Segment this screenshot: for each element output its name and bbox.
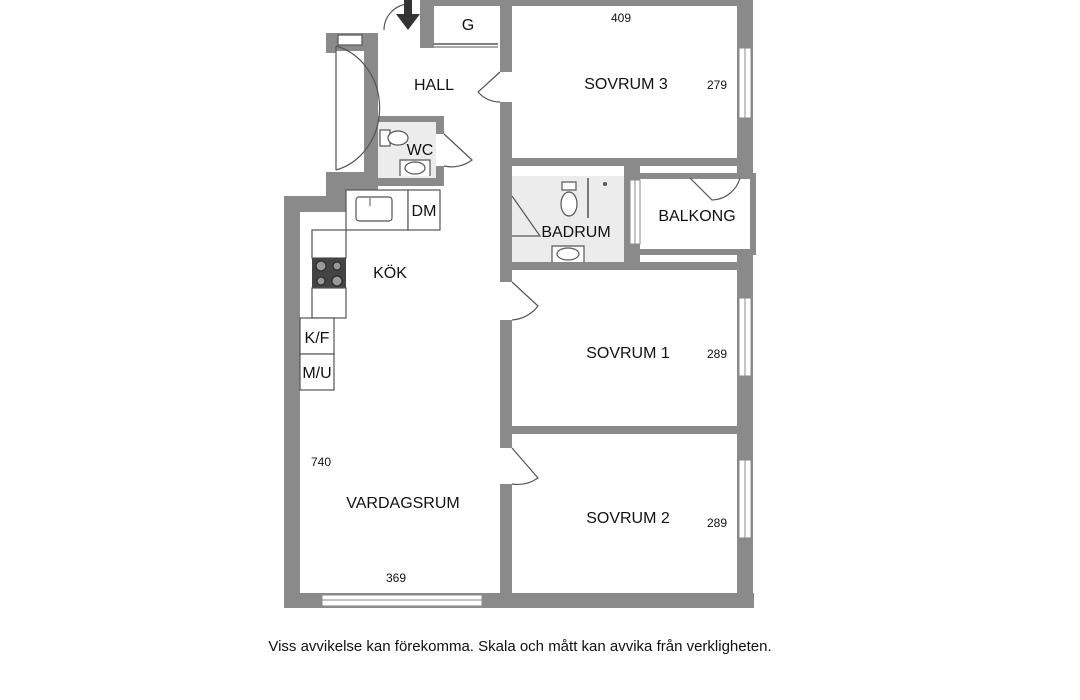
dimension-sovrum3-width: 409 (611, 11, 631, 25)
dimension-vardagsrum-width: 369 (386, 571, 406, 585)
door-kok-sovrum1 (511, 281, 539, 321)
room-label-dm: DM (412, 203, 437, 220)
disclaimer-text: Viss avvikelse kan förekomma. Skala och … (268, 638, 772, 655)
room-label-kok: KÖK (373, 264, 407, 282)
entrance-door (335, 34, 381, 171)
room-label-badrum: BADRUM (541, 224, 610, 241)
interior-walls (372, 0, 750, 604)
wc-sink-icon (399, 159, 431, 176)
wc-toilet-icon (379, 129, 409, 147)
room-label-sovrum2: SOVRUM 2 (586, 510, 670, 527)
entrance-arrow-icon (383, 0, 420, 31)
room-label-balkong: BALKONG (658, 208, 735, 225)
dimension-sovrum1-depth: 289 (707, 347, 727, 361)
dimension-vardagsrum-depth: 740 (311, 455, 331, 469)
room-label-sovrum3: SOVRUM 3 (584, 76, 668, 93)
door-sovrum3 (477, 71, 501, 103)
door-wc (443, 133, 473, 168)
room-label-hall: HALL (414, 77, 454, 94)
door-badrum (511, 195, 542, 237)
kitchen-counter (299, 189, 441, 391)
shower-icon (587, 178, 607, 218)
badrum-sink-icon (551, 245, 585, 262)
dimension-sovrum2-depth: 289 (707, 516, 727, 530)
room-label-g: G (462, 17, 474, 34)
dimension-sovrum3-depth: 279 (707, 78, 727, 92)
windows (321, 47, 752, 607)
room-label-vardagsrum: VARDAGSRUM (346, 495, 460, 512)
closet-area (434, 6, 498, 44)
badrum-toilet-icon (560, 181, 578, 217)
room-label-wc: WC (407, 142, 434, 159)
room-label-kf: K/F (305, 330, 330, 347)
door-sovrum2 (511, 447, 539, 486)
door-balkong (689, 177, 741, 201)
room-label-mu: M/U (302, 365, 331, 382)
room-label-sovrum1: SOVRUM 1 (586, 345, 670, 362)
